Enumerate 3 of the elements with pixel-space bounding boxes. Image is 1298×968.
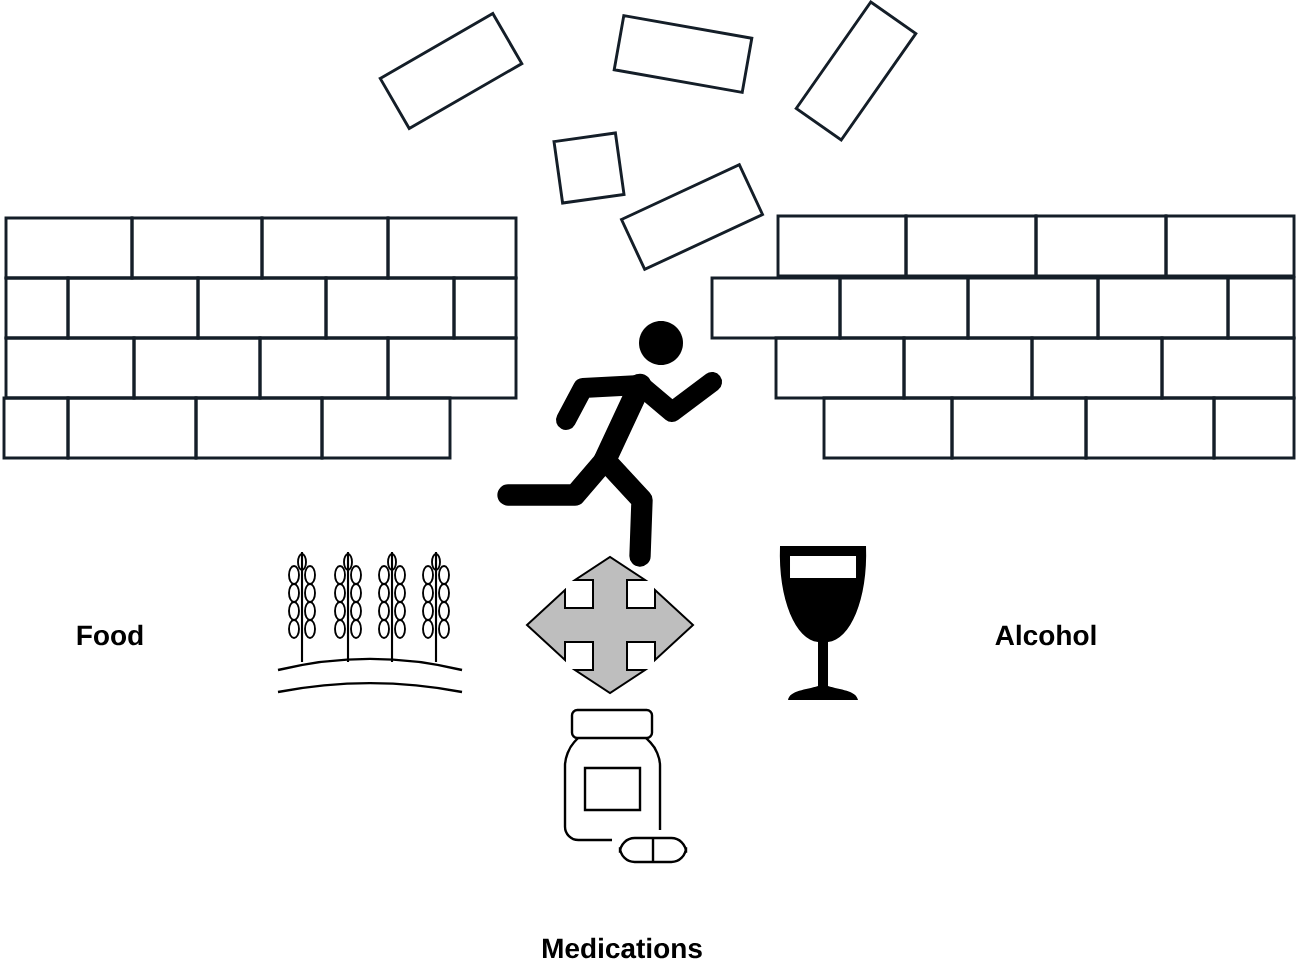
label: Alcohol bbox=[995, 624, 1096, 646]
label: Food bbox=[77, 624, 143, 646]
label: Medications bbox=[543, 937, 702, 959]
